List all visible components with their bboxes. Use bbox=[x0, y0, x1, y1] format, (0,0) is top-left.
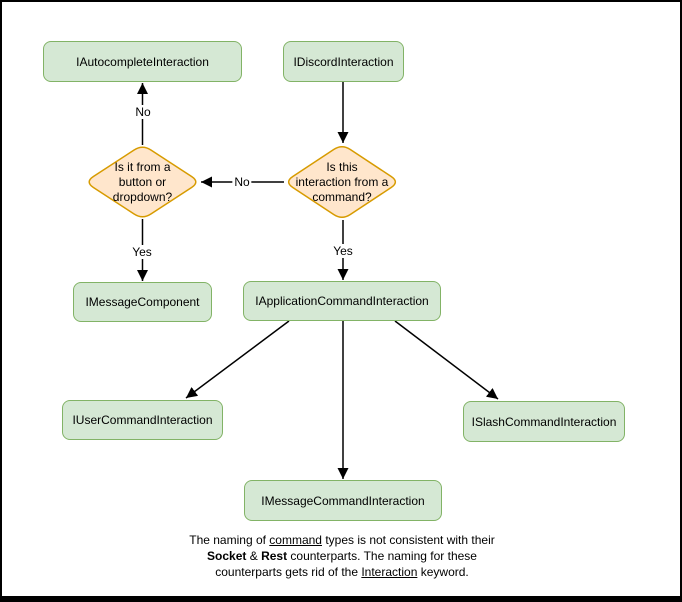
naming-note-line1: The naming of command types is not consi… bbox=[142, 532, 542, 548]
node-label: ISlashCommandInteraction bbox=[471, 414, 617, 429]
node-label: IDiscordInteraction bbox=[293, 54, 394, 69]
note-text: counterparts. The naming for these bbox=[287, 549, 477, 563]
naming-note-line3: counterparts gets rid of the Interaction… bbox=[142, 564, 542, 580]
node-label: IApplicationCommandInteraction bbox=[255, 294, 429, 308]
node-message-command-interaction: IMessageCommandInteraction bbox=[244, 480, 442, 521]
node-label: IMessageComponent bbox=[85, 295, 200, 309]
decision-label-from-command: Is this interaction from a command? bbox=[295, 159, 389, 204]
note-text: types is not consistent with their bbox=[321, 533, 495, 547]
node-label: IMessageCommandInteraction bbox=[261, 493, 425, 508]
edge-label-yes-application-command: Yes bbox=[331, 244, 355, 258]
node-application-command-interaction: IApplicationCommandInteraction bbox=[243, 281, 441, 321]
decision-diamond-button-dropdown bbox=[88, 146, 197, 218]
note-text: counterparts gets rid of the bbox=[215, 565, 362, 579]
node-label: IAutocompleteInteraction bbox=[76, 54, 209, 69]
node-label: IUserCommandInteraction bbox=[72, 413, 213, 427]
note-text-underlined: Interaction bbox=[361, 565, 418, 579]
note-text-bold: Socket bbox=[207, 549, 247, 563]
decision-diamond-from-command bbox=[287, 146, 397, 218]
edge-label-no-button-dropdown: No bbox=[232, 175, 252, 189]
node-user-command-interaction: IUserCommandInteraction bbox=[62, 400, 223, 440]
decision-label-button-dropdown: Is it from a button or dropdown? bbox=[112, 159, 173, 204]
edge-label-yes-message-component: Yes bbox=[130, 245, 154, 259]
note-text: The naming of bbox=[189, 533, 270, 547]
node-autocomplete-interaction: IAutocompleteInteraction bbox=[43, 41, 242, 82]
note-text-underlined: command bbox=[269, 533, 322, 547]
edge-application-to-user-command bbox=[185, 320, 290, 399]
edge-application-to-slash-command bbox=[394, 320, 499, 400]
note-text: keyword. bbox=[417, 565, 469, 579]
node-slash-command-interaction: ISlashCommandInteraction bbox=[463, 401, 625, 442]
node-message-component: IMessageComponent bbox=[73, 282, 212, 322]
naming-note: The naming of command types is not consi… bbox=[142, 532, 542, 580]
note-text: & bbox=[246, 549, 262, 563]
naming-note-line2: Socket & Rest counterparts. The naming f… bbox=[142, 548, 542, 564]
edge-label-no-autocomplete: No bbox=[133, 105, 153, 119]
node-discord-interaction: IDiscordInteraction bbox=[283, 41, 404, 82]
note-text-bold: Rest bbox=[261, 549, 288, 563]
